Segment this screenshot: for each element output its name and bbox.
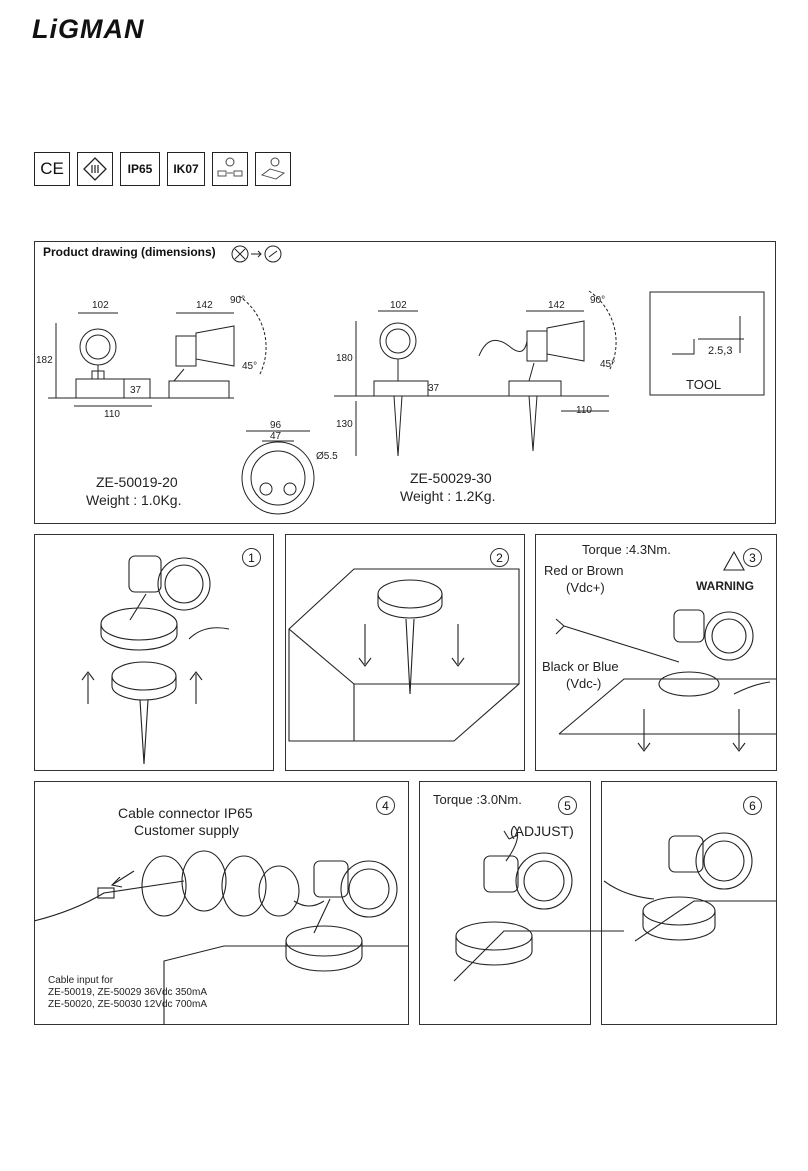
step5-adjust: (ADJUST) bbox=[510, 823, 574, 839]
dimension-drawings: 102 142 90° 45° 182 37 110 102 142 90° 4… bbox=[36, 290, 765, 515]
dim-height-37-a: 37 bbox=[130, 385, 142, 396]
dim-width-102-b: 102 bbox=[390, 300, 407, 311]
tool-label: TOOL bbox=[686, 377, 721, 392]
step4-cable-line2: ZE-50020, ZE-50030 12Vdc 700mA bbox=[48, 999, 207, 1010]
step-2-panel bbox=[285, 534, 525, 771]
step-3-panel bbox=[535, 534, 777, 771]
ce-mark-badge: CE bbox=[34, 152, 70, 186]
step3-red-brown: Red or Brown bbox=[544, 563, 623, 578]
dim-height-37-b: 37 bbox=[428, 383, 440, 394]
ce-mark-label: CE bbox=[40, 159, 64, 178]
dim-width-110-b: 110 bbox=[576, 405, 592, 416]
brand-logo: LiGMAN bbox=[32, 14, 145, 44]
tool-size-label: 2.5,3 bbox=[708, 345, 732, 357]
step4-cable-input: Cable input for bbox=[48, 975, 114, 986]
step-2-number: 2 bbox=[490, 548, 509, 567]
steps-row-2-illustrations: Cable connector IP65 Customer supply Cab… bbox=[34, 792, 777, 1025]
dim-angle-90-a: 90° bbox=[230, 295, 245, 306]
screwdriver-to-lamp-icon bbox=[231, 245, 282, 263]
dim-width-47: 47 bbox=[270, 431, 282, 442]
model-code-2: ZE-50029-30 bbox=[410, 470, 492, 486]
step5-torque: Torque :3.0Nm. bbox=[433, 792, 522, 807]
ik07-label: IK07 bbox=[173, 162, 199, 176]
step4-customer-label: Customer supply bbox=[134, 822, 239, 838]
step4-connector-label: Cable connector IP65 bbox=[118, 805, 253, 821]
dim-width-96: 96 bbox=[270, 420, 282, 431]
step3-torque: Torque :4.3Nm. bbox=[582, 542, 671, 557]
installation-surface-badge bbox=[212, 152, 248, 186]
step3-black-blue: Black or Blue bbox=[542, 659, 619, 674]
step-5-number: 5 bbox=[558, 796, 577, 815]
model-weight-2: Weight : 1.2Kg. bbox=[400, 488, 495, 504]
step-6-panel bbox=[601, 781, 777, 1025]
ip65-badge: IP65 bbox=[120, 152, 160, 186]
step-6-number: 6 bbox=[743, 796, 762, 815]
step4-cable-line1: ZE-50019, ZE-50029 36Vdc 350mA bbox=[48, 987, 207, 998]
dim-width-142-b: 142 bbox=[548, 300, 565, 311]
dim-hole-diameter: Ø5.5 bbox=[316, 451, 338, 462]
mounting-icon bbox=[261, 157, 285, 180]
step-1-number: 1 bbox=[242, 548, 261, 567]
certification-badges: CE IP65 IK07 bbox=[34, 152, 291, 186]
step-5-panel bbox=[419, 781, 591, 1025]
dim-angle-45-a: 45° bbox=[242, 361, 257, 372]
step-4-panel bbox=[34, 781, 409, 1025]
ip65-label: IP65 bbox=[127, 162, 153, 176]
product-drawing-title: Product drawing (dimensions) bbox=[43, 245, 216, 259]
steps-row-1-illustrations: Torque :4.3Nm. Red or Brown (Vdc+) WARNI… bbox=[81, 542, 776, 765]
dim-height-180: 180 bbox=[336, 353, 353, 364]
step-4-number: 4 bbox=[376, 796, 395, 815]
class-three-icon bbox=[83, 157, 107, 181]
dim-angle-45-b: 45° bbox=[600, 359, 615, 370]
class-three-badge bbox=[77, 152, 113, 186]
step3-vdc-plus: (Vdc+) bbox=[566, 580, 605, 595]
step-3-number: 3 bbox=[743, 548, 762, 567]
ik07-badge: IK07 bbox=[167, 152, 205, 186]
dim-angle-90-b: 90° bbox=[590, 295, 605, 306]
dim-width-142-a: 142 bbox=[196, 300, 213, 311]
mounting-badge bbox=[255, 152, 291, 186]
step-1-panel bbox=[34, 534, 274, 771]
dim-width-102-a: 102 bbox=[92, 300, 109, 311]
step3-warning: WARNING bbox=[696, 579, 754, 593]
model-code-1: ZE-50019-20 bbox=[96, 474, 178, 490]
dim-width-110-a: 110 bbox=[104, 409, 120, 420]
installation-surface-icon bbox=[217, 157, 243, 177]
model-weight-1: Weight : 1.0Kg. bbox=[86, 492, 181, 508]
dim-height-182: 182 bbox=[36, 355, 53, 366]
product-drawing-panel bbox=[34, 241, 776, 524]
step3-vdc-minus: (Vdc-) bbox=[566, 676, 601, 691]
dim-height-130: 130 bbox=[336, 419, 353, 430]
